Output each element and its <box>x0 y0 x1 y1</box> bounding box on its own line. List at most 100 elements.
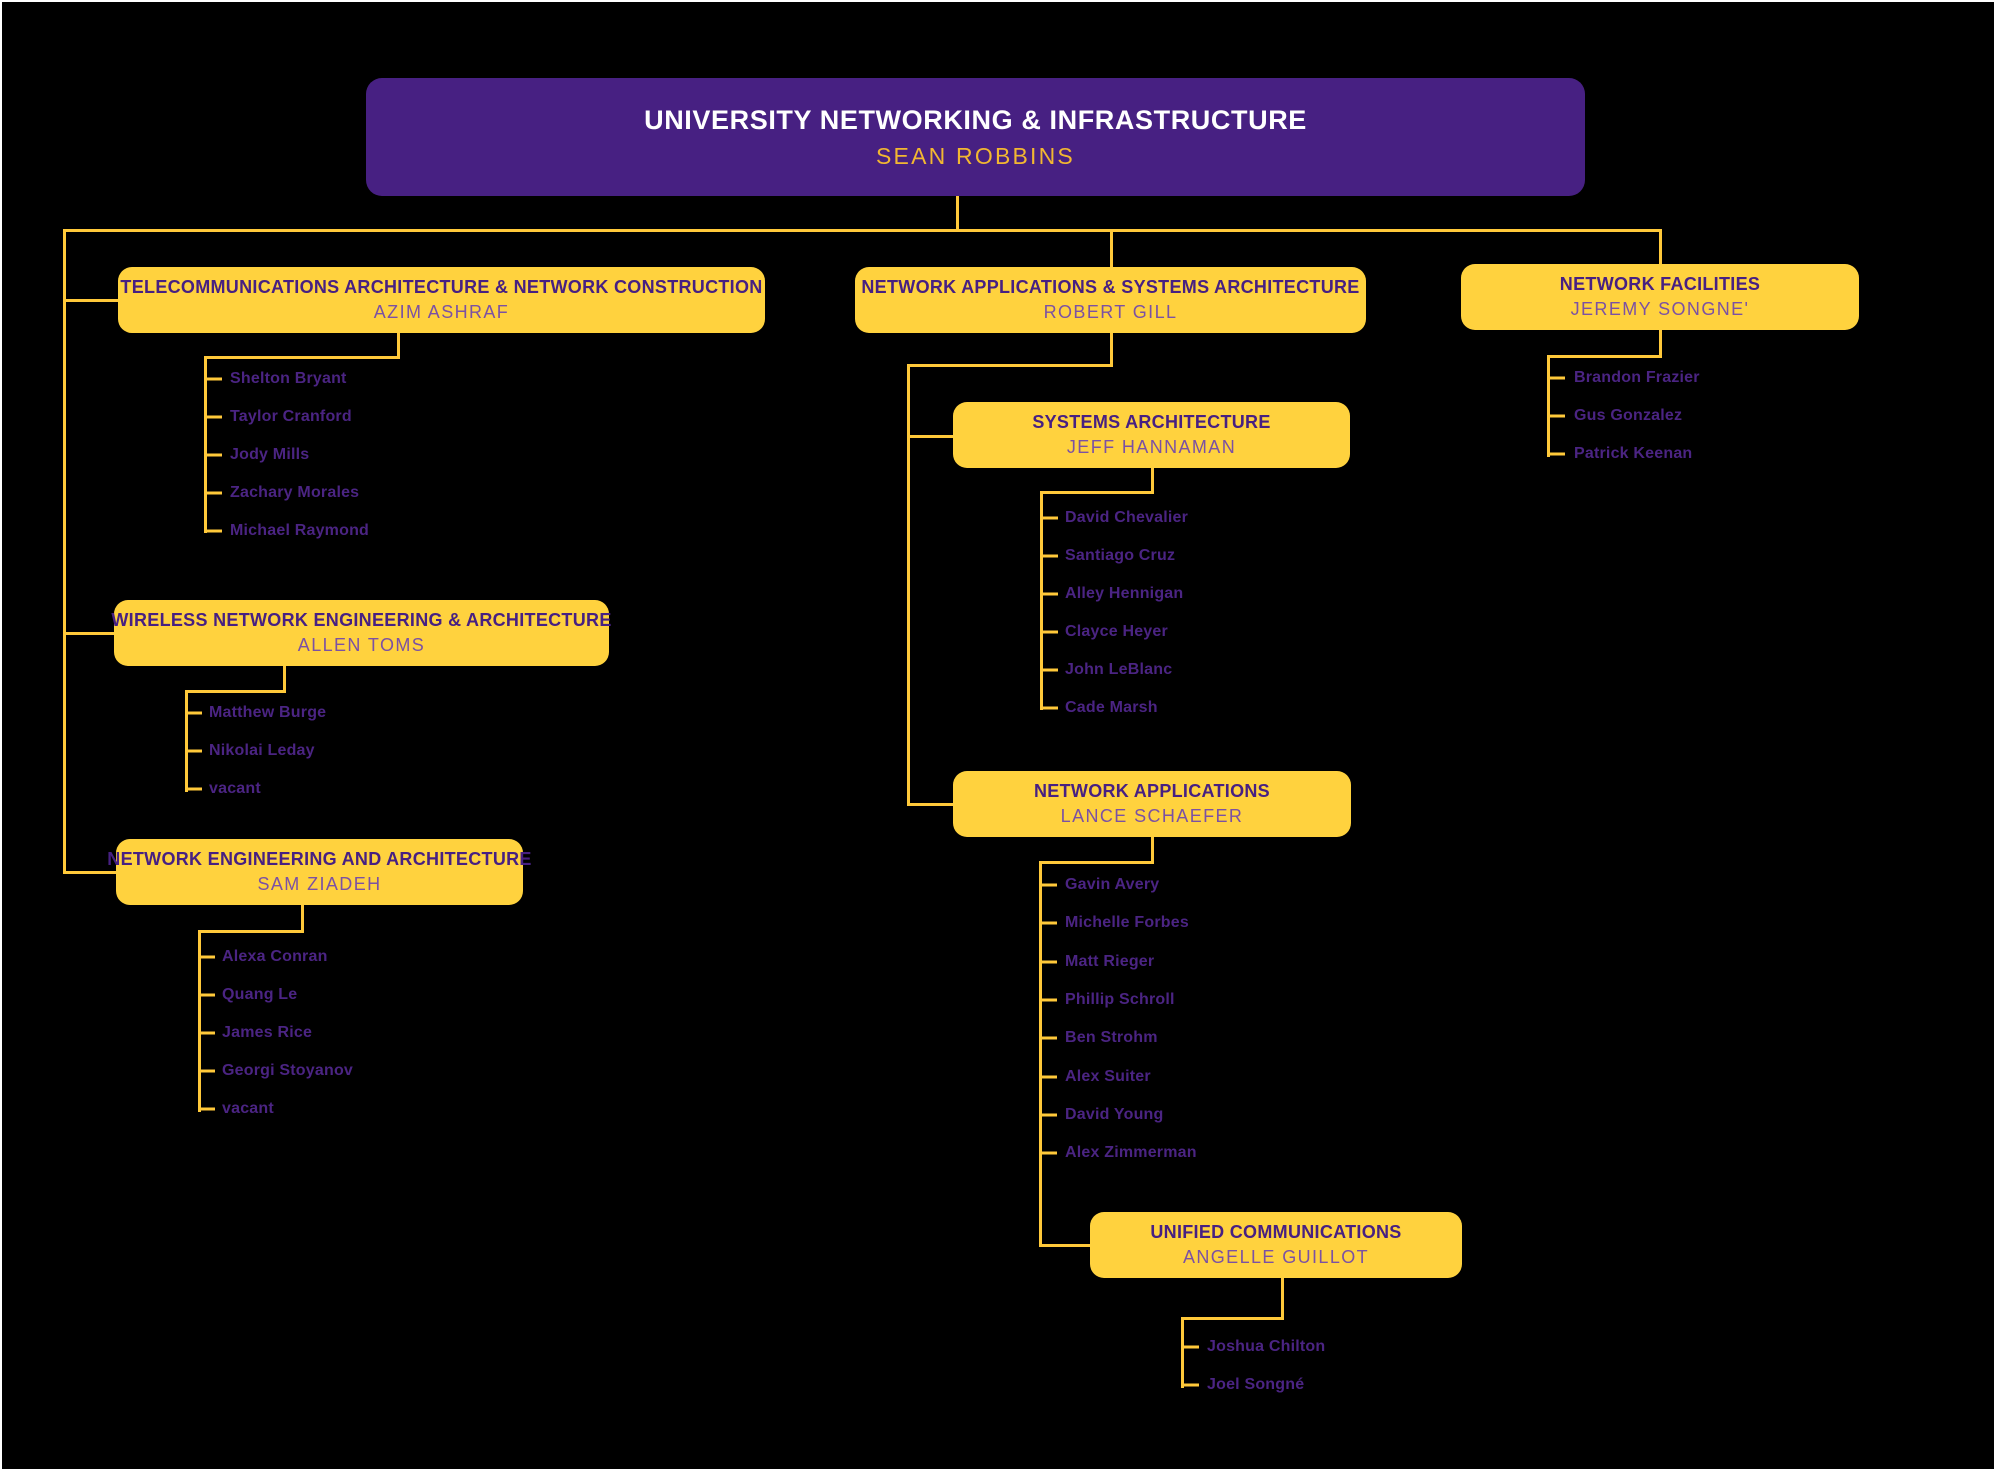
connector-left-trunk <box>63 229 66 874</box>
connector-nea-bracket-rail <box>198 930 201 1112</box>
connector-sysarch-bracket-rail <box>1040 491 1043 710</box>
dept-title-netapps-sysarch: NETWORK APPLICATIONS & SYSTEMS ARCHITECT… <box>861 277 1360 297</box>
connector-netapps-stub <box>907 803 955 806</box>
connector-netapps-bracket-rail <box>1039 861 1042 1247</box>
dept-box-network-applications: NETWORK APPLICATIONS LANCE SCHAEFER <box>953 771 1351 837</box>
connector-nasa-bottom-elbow <box>907 364 1113 367</box>
dept-title-telecom: TELECOMMUNICATIONS ARCHITECTURE & NETWOR… <box>120 277 763 297</box>
connector-nasa-bottom-drop <box>1110 333 1113 367</box>
staff-name: Taylor Cranford <box>230 398 369 436</box>
staff-list-telecom: Shelton Bryant Taylor Cranford Jody Mill… <box>230 360 369 550</box>
staff-name: Shelton Bryant <box>230 360 369 398</box>
staff-list-network-engineering: Alexa Conran Quang Le James Rice Georgi … <box>222 938 353 1128</box>
staff-name: James Rice <box>222 1014 353 1052</box>
root-box: UNIVERSITY NETWORKING & INFRASTRUCTURE S… <box>366 78 1585 196</box>
staff-name: Alley Hennigan <box>1065 575 1188 613</box>
connector-uc-stub <box>1039 1244 1092 1247</box>
dept-title-network-engineering: NETWORK ENGINEERING AND ARCHITECTURE <box>107 849 532 869</box>
dept-title-wireless: WIRELESS NETWORK ENGINEERING & ARCHITECT… <box>111 610 612 630</box>
dept-box-telecom: TELECOMMUNICATIONS ARCHITECTURE & NETWOR… <box>118 267 765 333</box>
connector-nea-stub <box>63 871 118 874</box>
connector-nasa-drop <box>1110 229 1113 267</box>
staff-list-network-applications: Gavin Avery Michelle Forbes Matt Rieger … <box>1065 866 1197 1172</box>
staff-name: David Chevalier <box>1065 499 1188 537</box>
connector-wireless-bracket-elbow <box>185 690 286 693</box>
staff-name: Quang Le <box>222 976 353 1014</box>
root-manager: SEAN ROBBINS <box>876 142 1075 169</box>
staff-name: Gavin Avery <box>1065 866 1197 904</box>
connector-facilities-drop <box>1659 229 1662 264</box>
staff-name: John LeBlanc <box>1065 651 1188 689</box>
dept-title-unified-communications: UNIFIED COMMUNICATIONS <box>1150 1222 1402 1242</box>
connector-facilities-bracket-elbow <box>1547 355 1662 358</box>
staff-name: Alex Suiter <box>1065 1057 1197 1095</box>
staff-name: Michael Raymond <box>230 512 369 550</box>
connector-main-rail <box>63 229 1662 232</box>
connector-facilities-bracket-rail <box>1547 355 1550 457</box>
dept-manager-unified-communications: ANGELLE GUILLOT <box>1182 1247 1370 1267</box>
connector-telecom-bracket-drop <box>397 333 400 359</box>
connector-telecom-bracket-rail <box>204 356 207 533</box>
dept-manager-systems-architecture: JEFF HANNAMAN <box>1066 437 1237 457</box>
staff-name: Michelle Forbes <box>1065 904 1197 942</box>
connector-sysarch-stub <box>907 435 955 438</box>
dept-manager-wireless: ALLEN TOMS <box>297 635 426 655</box>
staff-name: Brandon Frazier <box>1574 359 1700 397</box>
connector-sysarch-bracket-drop <box>1151 468 1154 494</box>
staff-name: Clayce Heyer <box>1065 613 1188 651</box>
dept-box-wireless: WIRELESS NETWORK ENGINEERING & ARCHITECT… <box>111 600 612 666</box>
connector-uc-bracket-drop <box>1281 1278 1284 1320</box>
staff-name: vacant <box>209 770 326 808</box>
connector-telecom-stub <box>63 299 120 302</box>
connector-netapps-bracket-elbow <box>1039 861 1154 864</box>
staff-name: Joshua Chilton <box>1207 1328 1325 1366</box>
staff-list-unified-communications: Joshua Chilton Joel Songné <box>1207 1328 1325 1404</box>
connector-facilities-bracket-drop <box>1659 330 1662 358</box>
staff-name: David Young <box>1065 1096 1197 1134</box>
connector-root-stub <box>956 196 959 230</box>
connector-telecom-bracket-elbow <box>204 356 400 359</box>
dept-manager-network-applications: LANCE SCHAEFER <box>1060 806 1244 826</box>
dept-box-unified-communications: UNIFIED COMMUNICATIONS ANGELLE GUILLOT <box>1090 1212 1462 1278</box>
dept-manager-netapps-sysarch: ROBERT GILL <box>1043 302 1178 322</box>
connector-wireless-bracket-drop <box>283 666 286 693</box>
staff-name: Ben Strohm <box>1065 1019 1197 1057</box>
staff-name: Cade Marsh <box>1065 689 1188 727</box>
staff-name: Zachary Morales <box>230 474 369 512</box>
staff-name: Joel Songné <box>1207 1366 1325 1404</box>
staff-name: Gus Gonzalez <box>1574 397 1700 435</box>
connector-nea-bracket-drop <box>301 905 304 933</box>
dept-manager-telecom: AZIM ASHRAF <box>373 302 510 322</box>
dept-title-network-applications: NETWORK APPLICATIONS <box>1034 781 1270 801</box>
staff-name: Patrick Keenan <box>1574 435 1700 473</box>
dept-manager-network-engineering: SAM ZIADEH <box>257 874 382 894</box>
staff-name: Alex Zimmerman <box>1065 1134 1197 1172</box>
staff-name: Jody Mills <box>230 436 369 474</box>
staff-list-wireless: Matthew Burge Nikolai Leday vacant <box>209 694 326 808</box>
staff-list-systems-architecture: David Chevalier Santiago Cruz Alley Henn… <box>1065 499 1188 727</box>
connector-center-trunk <box>907 364 910 806</box>
dept-box-network-engineering: NETWORK ENGINEERING AND ARCHITECTURE SAM… <box>107 839 531 905</box>
staff-name: Nikolai Leday <box>209 732 326 770</box>
dept-box-network-facilities: NETWORK FACILITIES JEREMY SONGNE' <box>1461 264 1859 330</box>
connector-netapps-bracket-drop <box>1151 837 1154 864</box>
staff-name: Phillip Schroll <box>1065 981 1197 1019</box>
staff-list-network-facilities: Brandon Frazier Gus Gonzalez Patrick Kee… <box>1574 359 1700 473</box>
connector-wireless-stub <box>63 632 116 635</box>
connector-wireless-bracket-rail <box>185 690 188 792</box>
dept-title-network-facilities: NETWORK FACILITIES <box>1559 274 1761 294</box>
staff-name: Matthew Burge <box>209 694 326 732</box>
dept-box-netapps-sysarch: NETWORK APPLICATIONS & SYSTEMS ARCHITECT… <box>855 267 1366 333</box>
connector-nea-bracket-elbow <box>198 930 304 933</box>
dept-box-systems-architecture: SYSTEMS ARCHITECTURE JEFF HANNAMAN <box>953 402 1350 468</box>
staff-name: Alexa Conran <box>222 938 353 976</box>
dept-title-systems-architecture: SYSTEMS ARCHITECTURE <box>1032 412 1271 432</box>
connector-uc-bracket-rail <box>1181 1317 1184 1388</box>
staff-name: vacant <box>222 1090 353 1128</box>
dept-manager-network-facilities: JEREMY SONGNE' <box>1570 299 1750 319</box>
connector-uc-bracket-elbow <box>1181 1317 1284 1320</box>
connector-sysarch-bracket-elbow <box>1040 491 1154 494</box>
staff-name: Matt Rieger <box>1065 943 1197 981</box>
staff-name: Santiago Cruz <box>1065 537 1188 575</box>
